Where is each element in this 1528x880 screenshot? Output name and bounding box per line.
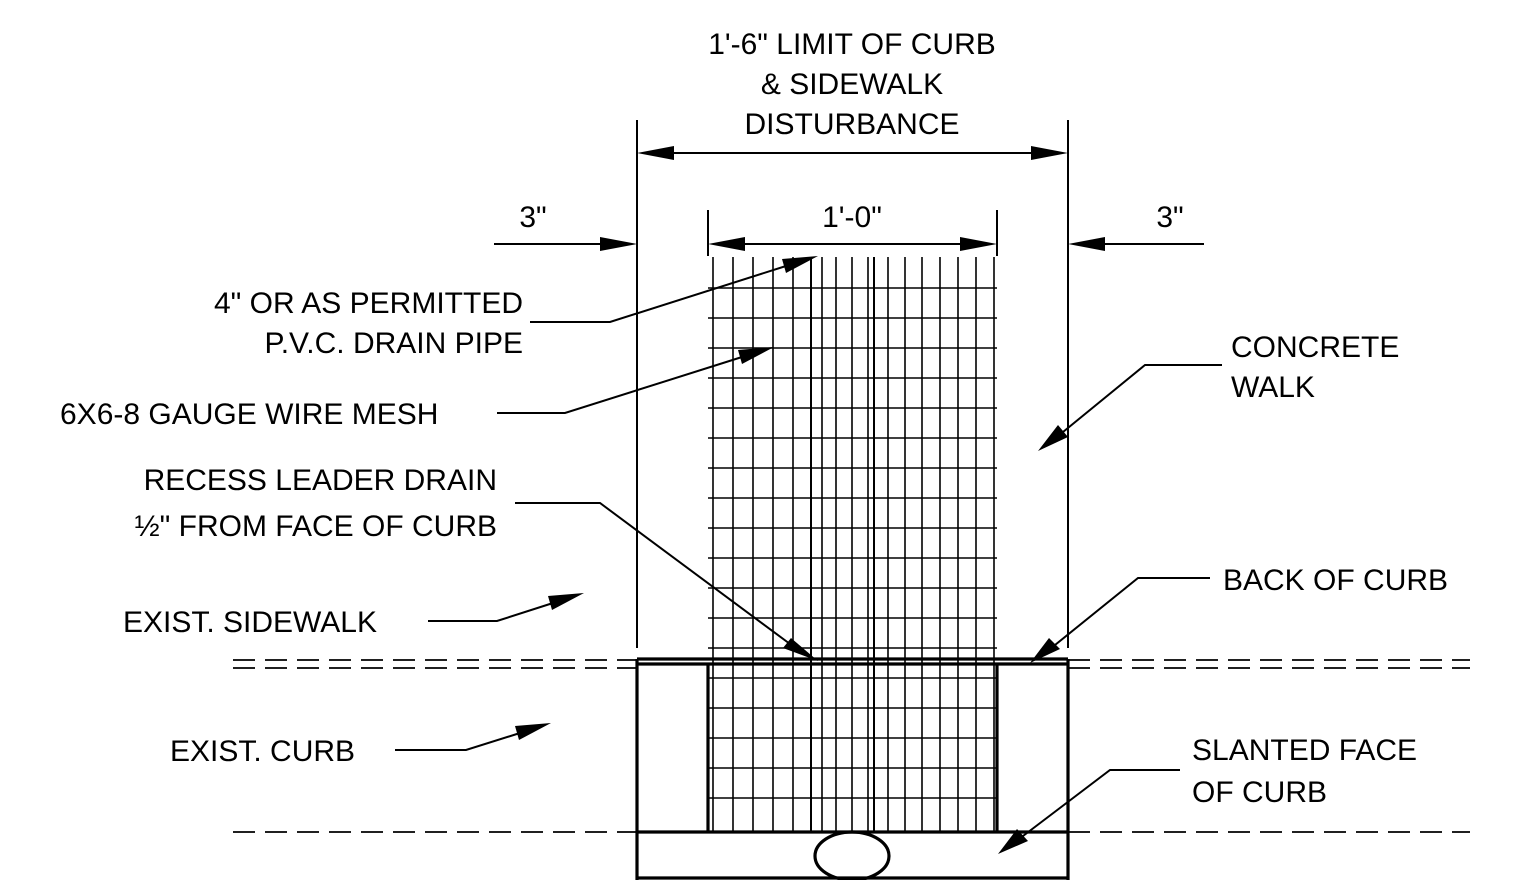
pipe-leader: [530, 256, 818, 323]
mesh-label: 6X6-8 GAUGE WIRE MESH: [60, 398, 438, 431]
exist-sidewalk-label: EXIST. SIDEWALK: [123, 606, 377, 639]
drain-pipe-opening: [813, 830, 891, 880]
recess-label-line2: ½" FROM FACE OF CURB: [135, 510, 497, 543]
concrete-label-line1: CONCRETE: [1231, 331, 1399, 364]
exist-curb-label: EXIST. CURB: [170, 735, 355, 768]
slanted-label-line2: OF CURB: [1192, 776, 1327, 809]
dim-right-label: 3": [1156, 201, 1183, 234]
mesh-leader: [497, 347, 774, 414]
dim-left-label: 3": [519, 201, 546, 234]
limit-dimension: [636, 120, 1069, 648]
concrete-leader: [1038, 364, 1222, 451]
sidewalk-leader: [428, 593, 584, 622]
limit-label-line1: 1'-6" LIMIT OF CURB: [708, 28, 996, 61]
curb-section: [233, 657, 1470, 880]
recess-leader: [515, 502, 818, 661]
back-of-curb-label: BACK OF CURB: [1223, 564, 1448, 597]
curb-leader: [395, 723, 551, 751]
offset-dimensions: [494, 210, 1204, 256]
pipe-label-line2: P.V.C. DRAIN PIPE: [265, 327, 523, 360]
concrete-label-line2: WALK: [1231, 371, 1315, 404]
slanted-face-leader: [998, 769, 1180, 854]
back-of-curb-leader: [1030, 577, 1210, 663]
limit-label-line3: DISTURBANCE: [744, 108, 959, 141]
pipe-label-line1: 4" OR AS PERMITTED: [214, 287, 523, 320]
limit-label-line2: & SIDEWALK: [761, 68, 943, 101]
slanted-label-line1: SLANTED FACE: [1192, 734, 1417, 767]
recess-label-line1: RECESS LEADER DRAIN: [144, 464, 497, 497]
wire-mesh-grid: [708, 257, 997, 832]
dim-center-label: 1'-0": [822, 201, 882, 234]
